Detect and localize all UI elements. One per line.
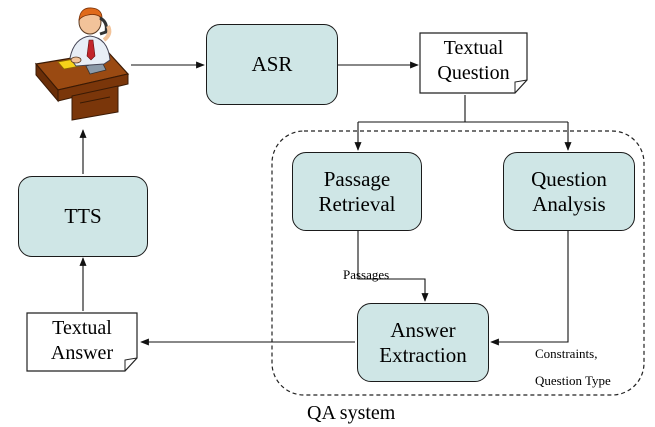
qa-system-group bbox=[271, 130, 645, 396]
constraints-label: Constraints, bbox=[535, 346, 598, 361]
textual-answer-label: Textual Answer bbox=[50, 317, 114, 364]
person-on-phone-at-desk-icon bbox=[34, 7, 130, 121]
textual-answer-doc bbox=[26, 312, 138, 372]
textual-question-doc bbox=[419, 32, 528, 94]
tts-box: TTS bbox=[18, 176, 148, 257]
textual-question-label: Textual Question bbox=[437, 37, 510, 84]
passage-retrieval-box: Passage Retrieval bbox=[292, 152, 422, 231]
edge-question-split bbox=[358, 95, 568, 123]
qa-system-label: QA system bbox=[307, 402, 396, 424]
answer-extraction-box: Answer Extraction bbox=[357, 303, 489, 382]
question-type-label: Question Type bbox=[535, 373, 611, 388]
asr-box: ASR bbox=[206, 24, 338, 105]
question-analysis-box: Question Analysis bbox=[503, 152, 635, 231]
passages-label: Passages bbox=[343, 267, 390, 282]
edge-passages bbox=[357, 231, 429, 302]
edge-constraints bbox=[490, 231, 569, 346]
